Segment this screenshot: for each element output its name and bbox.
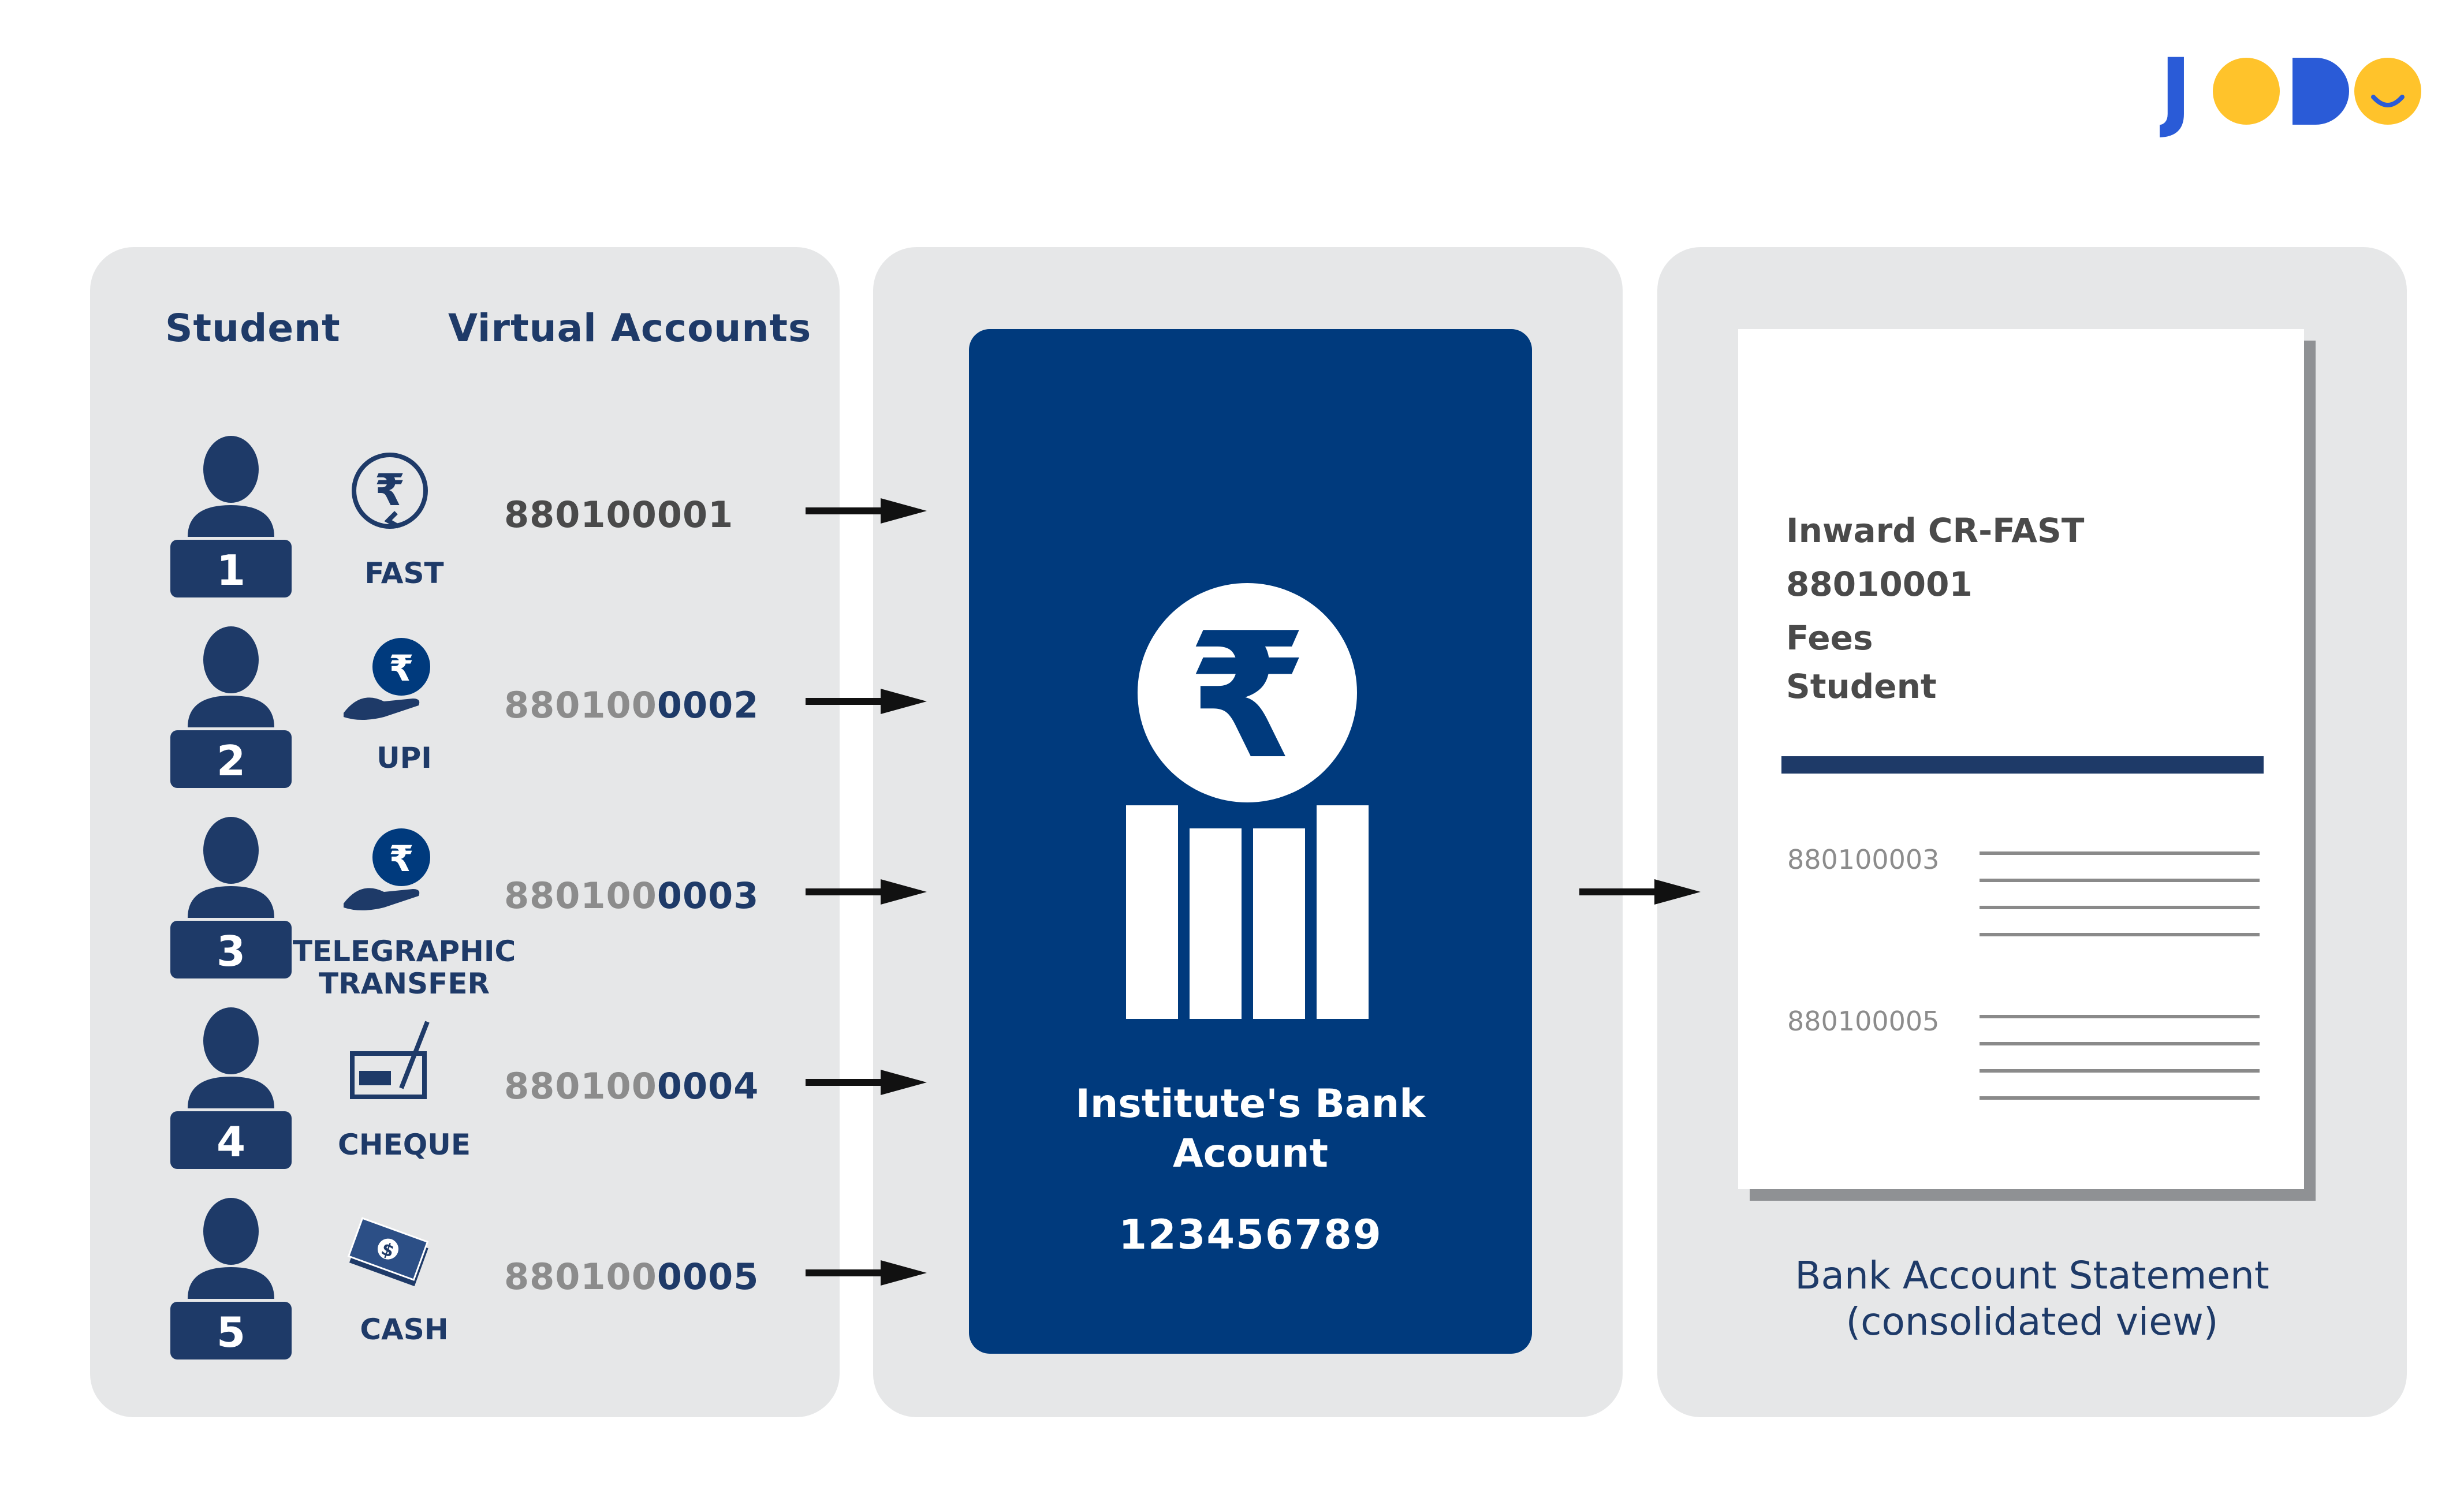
student-number: 3 [217, 927, 245, 976]
statement-divider [1781, 756, 2264, 774]
payment-method-label: CHEQUE [338, 1128, 471, 1161]
statement-line-placeholder [1980, 1015, 2260, 1018]
statement-line: Inward CR-FAST [1786, 511, 2085, 550]
statement-entry: 880100003 [1787, 844, 1940, 875]
statement-line-placeholder [1980, 1042, 2260, 1045]
student-row: 3 ₹ TELEGRAPHIC TRANSFER 8801000003 [0, 817, 927, 1007]
bank-title-line2: Acount [1173, 1131, 1328, 1176]
arrow-right-icon [806, 689, 927, 714]
virtual-account-number: 8801000004 [504, 1065, 759, 1107]
statement-line-placeholder [1980, 933, 2260, 936]
arrow-right-icon [806, 1260, 927, 1286]
student-number: 2 [217, 737, 245, 785]
arrow-right-icon [806, 498, 927, 524]
statement-line: Student [1786, 667, 1937, 706]
statement-caption-sub: (consolidated view) [1846, 1299, 2219, 1344]
header-student: Student [165, 306, 341, 350]
header-virtual-accounts: Virtual Accounts [448, 306, 812, 350]
statement-line: 88010001 [1786, 565, 1973, 604]
student-row: 1 ₹ FAST 880100001 [0, 436, 927, 626]
rupee-hand-icon: ₹ [344, 638, 430, 720]
arrow-right-icon [806, 1070, 927, 1095]
arrow-right-icon [806, 879, 927, 905]
virtual-account-number: 8801000002 [504, 684, 759, 726]
bank-account-number: 123456789 [1119, 1211, 1382, 1258]
payment-method-label: UPI [377, 741, 432, 775]
svg-text:₹: ₹ [389, 647, 413, 689]
statement-line-placeholder [1980, 851, 2260, 855]
rupee-refresh-icon: ₹ [352, 453, 428, 529]
payment-method-label: FAST [364, 556, 444, 590]
student-avatar-icon: 3 [170, 817, 292, 978]
student-avatar-icon: 4 [170, 1007, 292, 1169]
svg-text:₹: ₹ [375, 464, 405, 516]
arrow-right-icon [1579, 879, 1701, 905]
student-number: 5 [217, 1308, 245, 1357]
svg-text:J: J [2160, 46, 2192, 139]
student-avatar-icon: 1 [170, 436, 292, 597]
student-number: 1 [217, 546, 245, 595]
virtual-account-number: 880100001 [504, 494, 734, 536]
student-avatar-icon: 5 [170, 1198, 292, 1359]
rupee-hand-icon: ₹ [344, 828, 430, 910]
student-number: 4 [217, 1118, 245, 1166]
virtual-account-number: 8801000005 [504, 1256, 759, 1298]
rupee-bank-icon: ₹ [1126, 583, 1369, 1019]
payment-method-label: TELEGRAPHIC TRANSFER [292, 935, 516, 1000]
bank-title: Institute's Bank [1075, 1081, 1426, 1127]
statement-entry: 880100005 [1787, 1006, 1940, 1037]
student-avatar-icon: 2 [170, 626, 292, 788]
cheque-icon [350, 1021, 430, 1099]
student-row: 2 ₹ UPI 8801000002 [0, 626, 927, 817]
statement-line-placeholder [1980, 1069, 2260, 1073]
bank-account-card [969, 329, 1532, 1354]
statement-line-placeholder [1980, 1096, 2260, 1100]
statement-line: Fees [1786, 618, 1873, 658]
statement-caption: Bank Account Statement [1795, 1253, 2269, 1298]
payment-method-label: CASH [360, 1313, 449, 1346]
svg-text:₹: ₹ [389, 838, 413, 880]
statement-line-placeholder [1980, 906, 2260, 909]
svg-text:₹: ₹ [1187, 596, 1308, 797]
virtual-account-number: 8801000003 [504, 875, 759, 917]
student-row: 5 $ CASH 8801000005 [0, 1198, 927, 1388]
statement-line-placeholder [1980, 879, 2260, 882]
cash-stack-icon: $ [347, 1217, 429, 1287]
student-row: 4 CHEQUE 8801000004 [0, 1007, 927, 1198]
jodo-logo: J [2160, 46, 2421, 139]
